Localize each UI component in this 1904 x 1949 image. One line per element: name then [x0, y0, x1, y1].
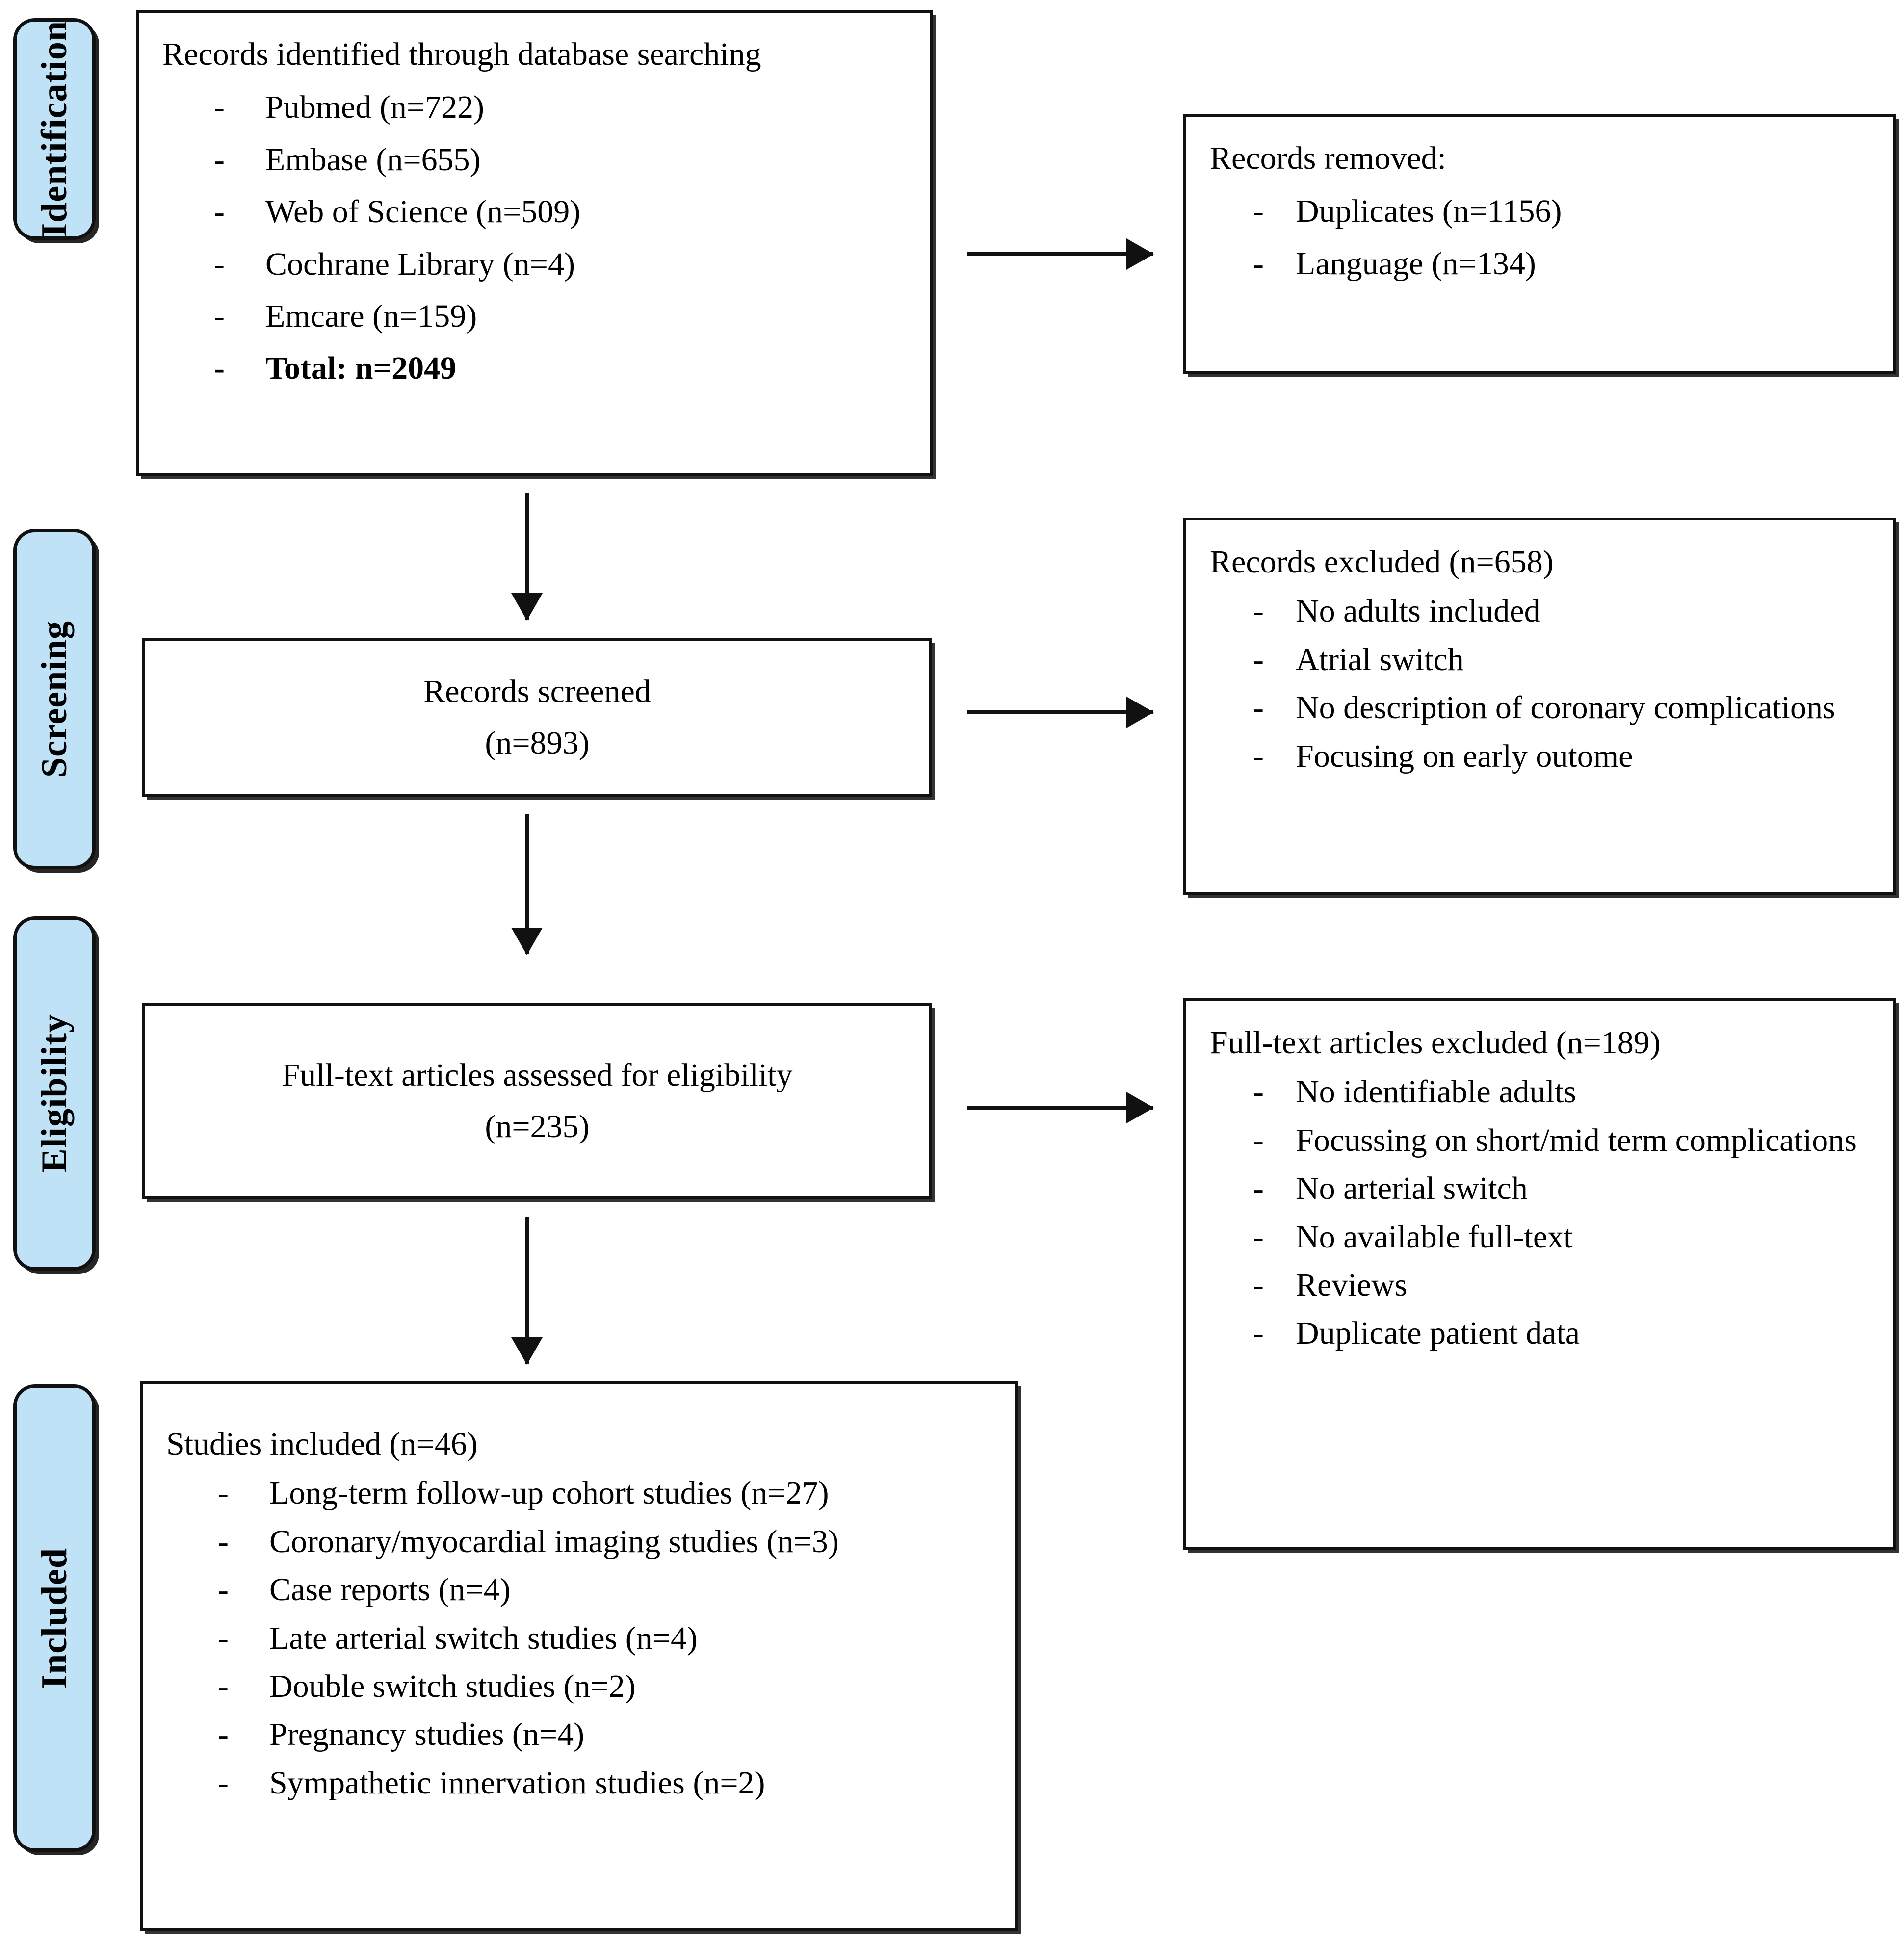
list-item: Web of Science (n=509)	[162, 191, 907, 233]
list-item: Cochrane Library (n=4)	[162, 244, 907, 286]
list-item: Coronary/myocardial imaging studies (n=3…	[166, 1521, 991, 1563]
stage-tab-eligibility: Eligibility	[13, 916, 96, 1271]
stage-tab-included-label: Included	[34, 1547, 75, 1689]
box-records-removed-list: Duplicates (n=1156) Language (n=134)	[1210, 191, 1869, 285]
connector-fulltext-to-excluded	[967, 1092, 1154, 1123]
box-records-identified: Records identified through database sear…	[136, 10, 933, 476]
box-records-removed-heading: Records removed:	[1210, 140, 1447, 176]
connector-screened-to-excluded	[967, 697, 1154, 728]
list-item: No identifiable adults	[1210, 1071, 1869, 1113]
box-records-removed-content: Records removed: Duplicates (n=1156) Lan…	[1186, 117, 1893, 371]
box-records-removed: Records removed: Duplicates (n=1156) Lan…	[1183, 114, 1896, 374]
box-fulltext-assessed: Full-text articles assessed for eligibil…	[142, 1003, 932, 1199]
list-item: Focussing on short/mid term complication…	[1210, 1120, 1869, 1162]
box-studies-included-heading: Studies included (n=46)	[166, 1426, 478, 1462]
list-item: Pregnancy studies (n=4)	[166, 1714, 991, 1756]
box-records-excluded: Records excluded (n=658) No adults inclu…	[1183, 518, 1896, 895]
arrowhead-down-icon	[511, 1337, 543, 1365]
box-studies-included-list: Long-term follow-up cohort studies (n=27…	[166, 1473, 991, 1804]
list-item: No available full-text	[1210, 1217, 1869, 1258]
list-item: No arterial switch	[1210, 1168, 1869, 1210]
list-item: Language (n=134)	[1210, 243, 1869, 285]
stage-tab-eligibility-label: Eligibility	[34, 1014, 75, 1173]
list-item: Duplicate patient data	[1210, 1313, 1869, 1354]
box-records-identified-content: Records identified through database sear…	[139, 13, 930, 473]
box-records-identified-list: Pubmed (n=722) Embase (n=655) Web of Sci…	[162, 87, 907, 390]
box-fulltext-assessed-line2: (n=235)	[485, 1109, 590, 1144]
connector-identified-to-screened	[511, 493, 543, 621]
arrowhead-down-icon	[511, 928, 543, 955]
box-records-excluded-content: Records excluded (n=658) No adults inclu…	[1186, 520, 1893, 892]
box-records-screened-content: Records screened (n=893)	[145, 641, 929, 794]
box-fulltext-excluded-content: Full-text articles excluded (n=189) No i…	[1186, 1001, 1893, 1547]
box-fulltext-excluded: Full-text articles excluded (n=189) No i…	[1183, 998, 1896, 1550]
box-fulltext-assessed-content: Full-text articles assessed for eligibil…	[145, 1006, 929, 1196]
list-item: Long-term follow-up cohort studies (n=27…	[166, 1473, 991, 1514]
connector-fulltext-to-included	[511, 1217, 543, 1365]
list-item: No description of coronary complications	[1210, 687, 1869, 729]
box-records-excluded-heading: Records excluded (n=658)	[1210, 544, 1554, 580]
box-fulltext-excluded-list: No identifiable adults Focussing on shor…	[1210, 1071, 1869, 1354]
arrowhead-down-icon	[511, 593, 543, 621]
box-records-screened-line1: Records screened	[423, 673, 651, 709]
stage-tab-identification-label: Identification	[34, 21, 75, 237]
list-item: Atrial switch	[1210, 639, 1869, 681]
list-item: Late arterial switch studies (n=4)	[166, 1618, 991, 1660]
list-item: Pubmed (n=722)	[162, 87, 907, 129]
box-fulltext-assessed-line1: Full-text articles assessed for eligibil…	[282, 1057, 793, 1093]
list-item: Emcare (n=159)	[162, 296, 907, 338]
list-item-total: Total: n=2049	[162, 348, 907, 390]
list-item: Sympathetic innervation studies (n=2)	[166, 1763, 991, 1804]
box-studies-included-content: Studies included (n=46) Long-term follow…	[143, 1384, 1015, 1928]
list-item: Double switch studies (n=2)	[166, 1666, 991, 1708]
box-studies-included: Studies included (n=46) Long-term follow…	[140, 1381, 1018, 1931]
stage-tab-included: Included	[13, 1384, 96, 1852]
list-item: Duplicates (n=1156)	[1210, 191, 1869, 233]
stage-tab-identification: Identification	[13, 18, 96, 240]
box-records-identified-heading: Records identified through database sear…	[162, 36, 761, 72]
list-item: Reviews	[1210, 1265, 1869, 1306]
stage-tab-screening-label: Screening	[34, 620, 75, 778]
arrowhead-right-icon	[1126, 238, 1154, 270]
stage-tab-screening: Screening	[13, 529, 96, 869]
arrowhead-right-icon	[1126, 697, 1154, 728]
box-fulltext-excluded-heading: Full-text articles excluded (n=189)	[1210, 1025, 1661, 1061]
list-item: No adults included	[1210, 591, 1869, 632]
list-item: Focusing on early outome	[1210, 736, 1869, 778]
box-records-screened-line2: (n=893)	[485, 725, 590, 761]
connector-screened-to-fulltext	[511, 814, 543, 955]
box-records-excluded-list: No adults included Atrial switch No desc…	[1210, 591, 1869, 777]
box-records-screened: Records screened (n=893)	[142, 638, 932, 797]
arrowhead-right-icon	[1126, 1092, 1154, 1123]
list-item: Case reports (n=4)	[166, 1569, 991, 1611]
list-item: Embase (n=655)	[162, 139, 907, 181]
connector-identified-to-removed	[967, 238, 1154, 270]
